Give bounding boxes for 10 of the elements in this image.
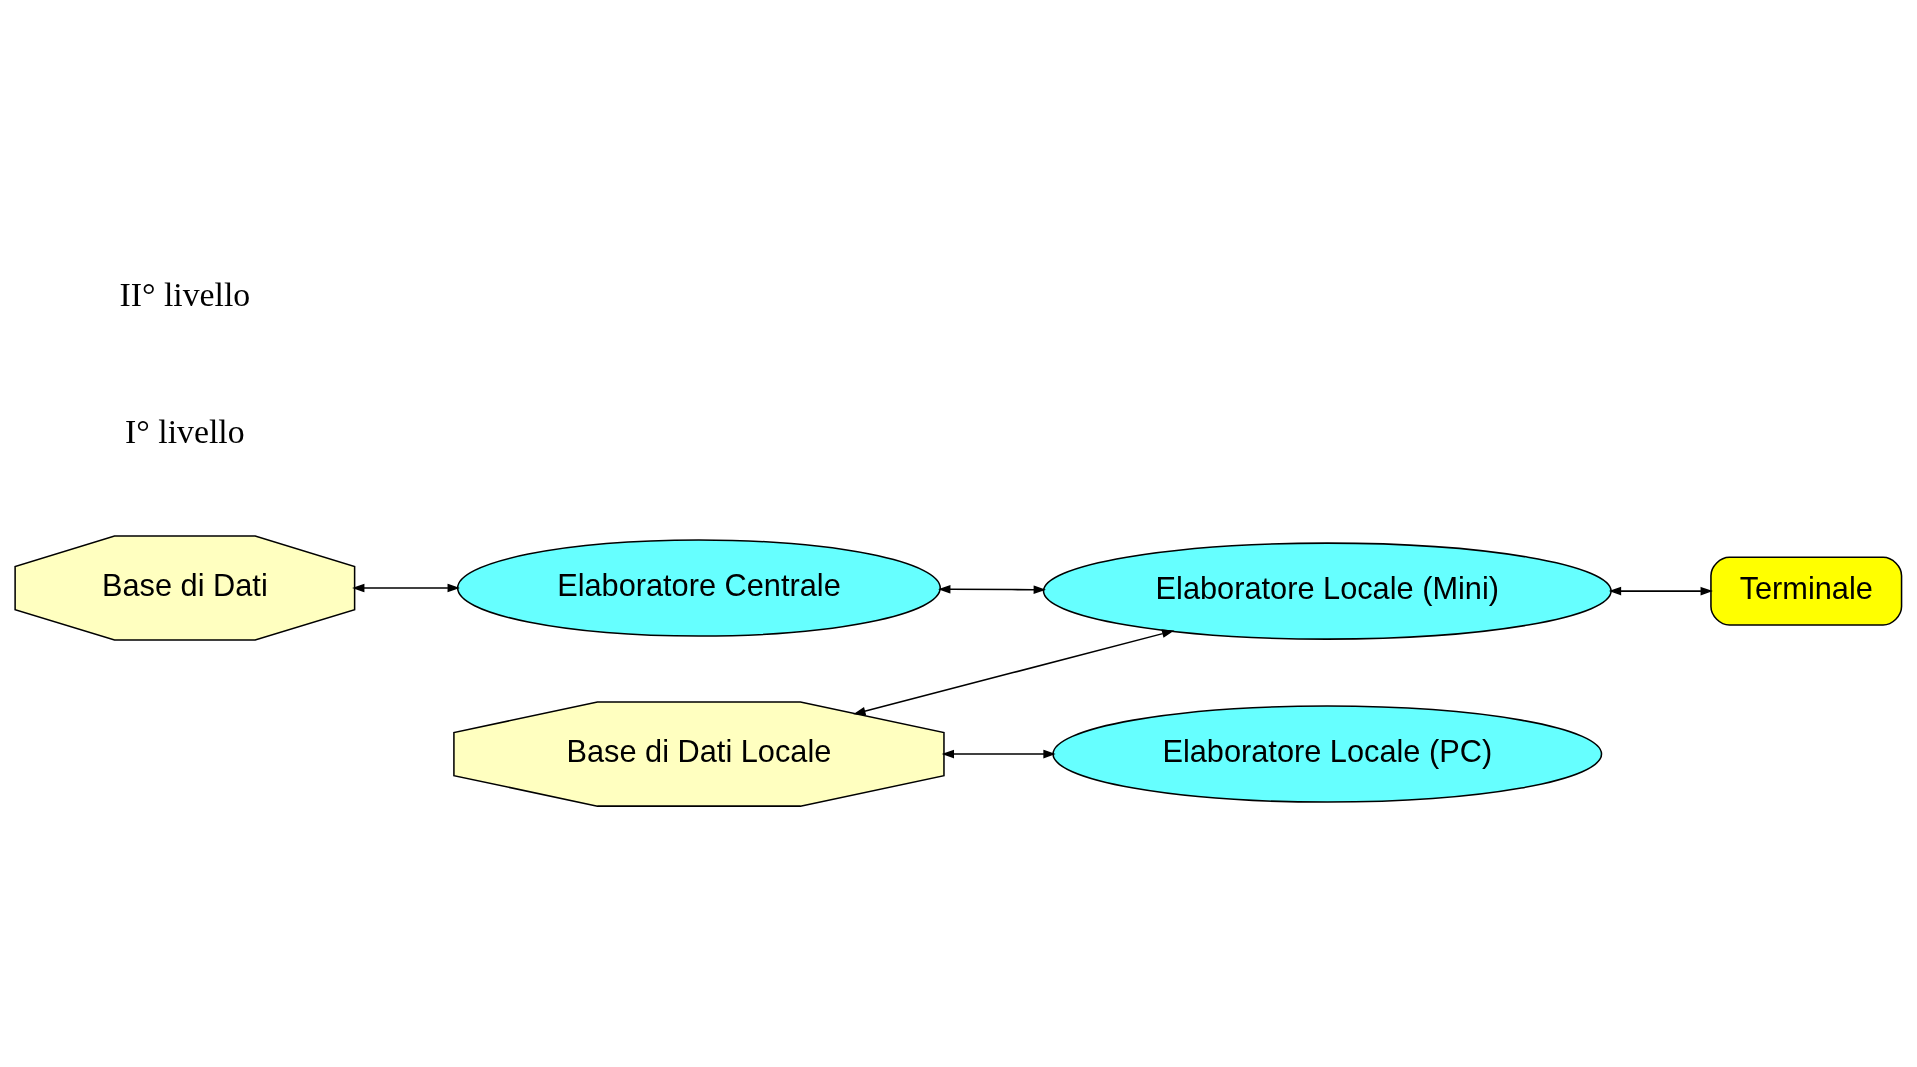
node-ellipse: Elaboratore Locale (PC) xyxy=(1052,704,1603,803)
node-ellipse: Elaboratore Centrale xyxy=(456,538,941,637)
label: II° livello xyxy=(119,275,251,313)
arrow xyxy=(853,629,1175,715)
arrow xyxy=(1608,586,1713,595)
arrow xyxy=(352,583,460,592)
node-box: Terminale xyxy=(1710,556,1903,626)
arrow xyxy=(938,584,1046,594)
arrow xyxy=(941,749,1056,758)
label: I° livello xyxy=(125,412,245,450)
